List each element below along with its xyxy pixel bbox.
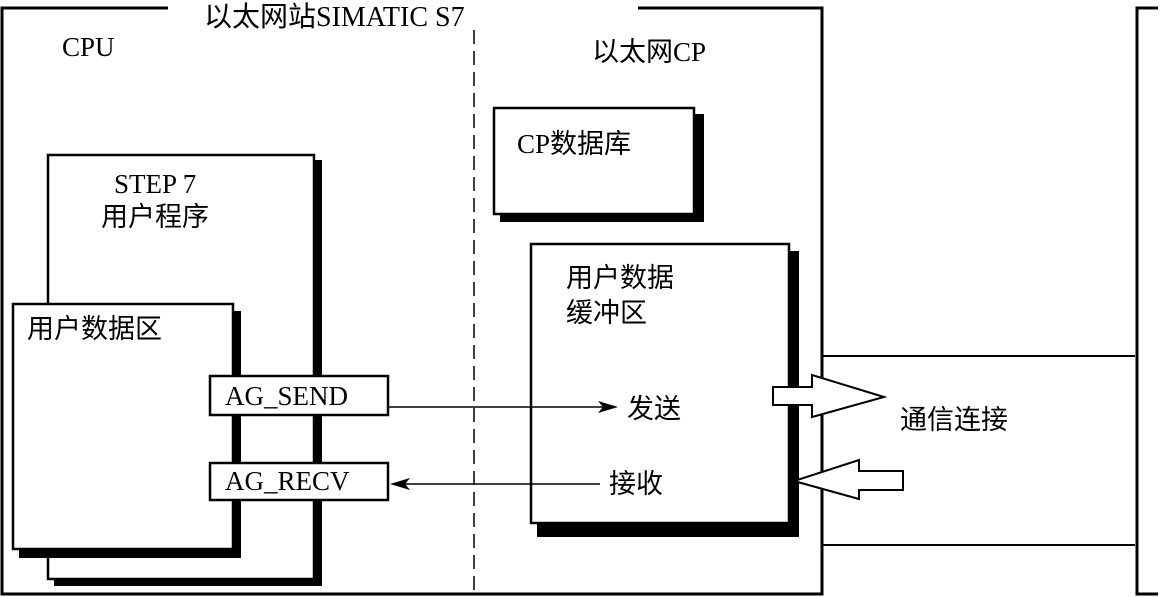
cp-label: 以太网CP (592, 37, 706, 67)
station-frame (0, 6, 824, 596)
send-label: 发送 (627, 394, 681, 424)
outgoing-hollow-arrow (772, 373, 888, 419)
step7-title: STEP 7 (114, 169, 196, 199)
ag-send-label: AG_SEND (225, 381, 348, 411)
ag-recv-label: AG_RECV (225, 466, 350, 496)
receive-label: 接收 (609, 469, 663, 499)
station-title: 以太网站SIMATIC S7 (204, 1, 465, 33)
step7-subtitle: 用户程序 (101, 202, 209, 232)
cp-database-frame (492, 106, 696, 216)
ag-recv-frame (208, 461, 390, 502)
cp-database-label: CP数据库 (517, 129, 631, 159)
cpu-label: CPU (62, 32, 115, 62)
ag-recv-block: AG_RECV (208, 461, 390, 502)
user-data-area-frame (11, 302, 235, 551)
ag-send-block: AG_SEND (208, 374, 390, 417)
ag-send-frame (208, 374, 390, 417)
user-data-buffer-frame (529, 242, 791, 525)
user-data-area-box: 用户数据区 (11, 302, 241, 558)
cp-database-box: CP数据库 (492, 106, 704, 222)
connection-label: 通信连接 (900, 405, 1008, 435)
send-arrow (388, 401, 618, 413)
user-data-area-label: 用户数据区 (27, 314, 162, 344)
connection-lines (822, 6, 1158, 596)
buffer-title: 用户数据 (566, 263, 674, 293)
buffer-subtitle: 缓冲区 (566, 298, 647, 328)
incoming-hollow-arrow (790, 458, 904, 501)
receive-arrow (390, 478, 600, 490)
user-data-buffer-box: 用户数据 缓冲区 发送 接收 (529, 242, 799, 537)
